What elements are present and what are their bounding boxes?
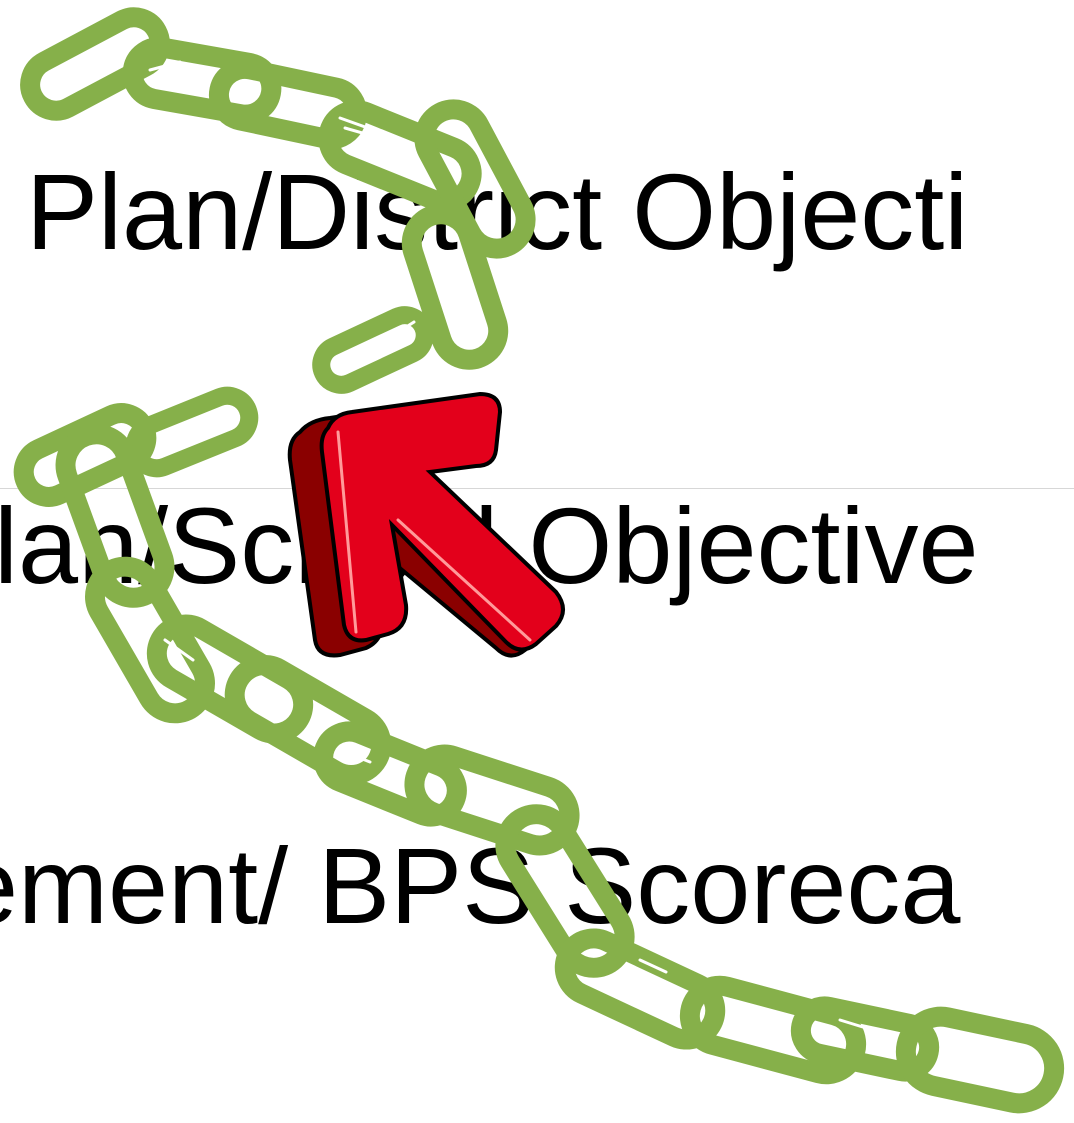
chain-icon <box>13 7 1065 1114</box>
red-arrow-icon <box>287 391 565 658</box>
divider-line <box>0 488 1074 489</box>
text-line-bps-scorecard: rement/ BPS Scoreca <box>0 825 961 946</box>
